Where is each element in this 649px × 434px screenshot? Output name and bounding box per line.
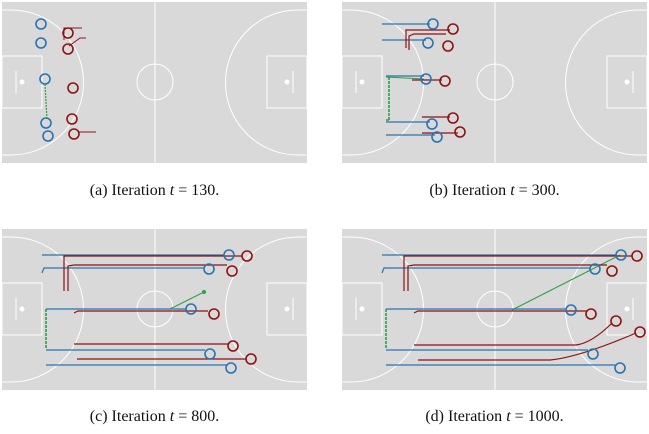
caption-c: (c) Iteration t = 800. (2, 408, 307, 426)
court-lines (2, 2, 307, 163)
players-team-a (185, 249, 237, 374)
caption-variable: t (510, 182, 515, 199)
court-diagram-b (342, 2, 647, 163)
player-marker (226, 265, 238, 277)
caption-prefix: (a) Iteration (89, 182, 166, 199)
player-marker (203, 263, 215, 275)
player-marker (454, 126, 466, 138)
player-marker (634, 326, 646, 338)
panel-d-court (342, 229, 647, 390)
caption-value: = 800. (174, 408, 220, 425)
player-marker (67, 82, 79, 94)
caption-variable: t (506, 408, 511, 425)
court-diagram-c (2, 229, 307, 390)
player-marker (422, 37, 434, 49)
player-marker (42, 130, 54, 142)
player-marker (66, 113, 78, 125)
caption-b: (b) Iteration t = 300. (342, 182, 647, 200)
players-team-b (585, 250, 646, 338)
player-tracks-team-a (381, 254, 617, 366)
player-marker (585, 308, 597, 320)
caption-a: (a) Iteration t = 130. (2, 182, 307, 200)
player-marker (241, 250, 253, 262)
court-diagram-d (342, 229, 647, 390)
players-team-a (420, 18, 443, 143)
player-marker (35, 18, 47, 30)
player-marker (631, 250, 643, 262)
players-team-b (208, 250, 257, 365)
player-marker (439, 75, 451, 87)
caption-variable: t (169, 182, 175, 199)
caption-value: = 300. (514, 182, 560, 199)
player-marker (204, 348, 216, 360)
player-marker (35, 37, 47, 49)
player-marker (68, 128, 80, 140)
caption-d: (d) Iteration t = 1000. (342, 408, 647, 426)
player-marker (614, 362, 626, 374)
caption-value: = 1000. (510, 408, 564, 425)
ball-path (44, 83, 48, 121)
player-marker (447, 23, 459, 35)
player-marker (208, 308, 220, 320)
pass-line (385, 76, 425, 80)
player-marker (40, 117, 52, 129)
player-tracks-team-b (63, 255, 246, 360)
player-marker (427, 18, 439, 30)
player-marker (610, 315, 622, 327)
ball-path (386, 77, 390, 121)
player-marker (447, 112, 459, 124)
player-tracks-team-a (41, 254, 227, 366)
player-marker (589, 263, 601, 275)
player-marker (442, 40, 454, 52)
panel-b-court (342, 2, 647, 163)
players-team-b (439, 23, 466, 138)
caption-prefix: (b) Iteration (429, 182, 507, 199)
player-marker (615, 249, 627, 261)
panel-a-court (2, 2, 307, 163)
player-tracks-team-b (403, 255, 637, 361)
player-marker (223, 249, 235, 261)
player-marker (62, 27, 74, 39)
caption-prefix: (c) Iteration (89, 408, 166, 425)
player-marker (431, 131, 443, 143)
pass-line (169, 291, 205, 310)
pass-line (511, 254, 621, 311)
player-marker (420, 73, 432, 85)
player-tracks-team-a (382, 23, 435, 136)
ball (202, 290, 206, 294)
panel-c-court (2, 229, 307, 390)
player-marker (565, 304, 577, 316)
player-marker (62, 43, 74, 55)
caption-value: = 130. (174, 182, 220, 199)
player-marker (185, 303, 197, 315)
player-marker (225, 362, 237, 374)
court-diagram-a (2, 2, 307, 163)
player-marker (227, 340, 239, 352)
caption-variable: t (169, 408, 175, 425)
player-marker (245, 353, 257, 365)
players-team-b (62, 27, 96, 140)
player-marker (426, 118, 438, 130)
caption-prefix: (d) Iteration (425, 408, 503, 425)
players-team-a (565, 249, 627, 374)
player-marker (606, 265, 618, 277)
player-marker (587, 348, 599, 360)
